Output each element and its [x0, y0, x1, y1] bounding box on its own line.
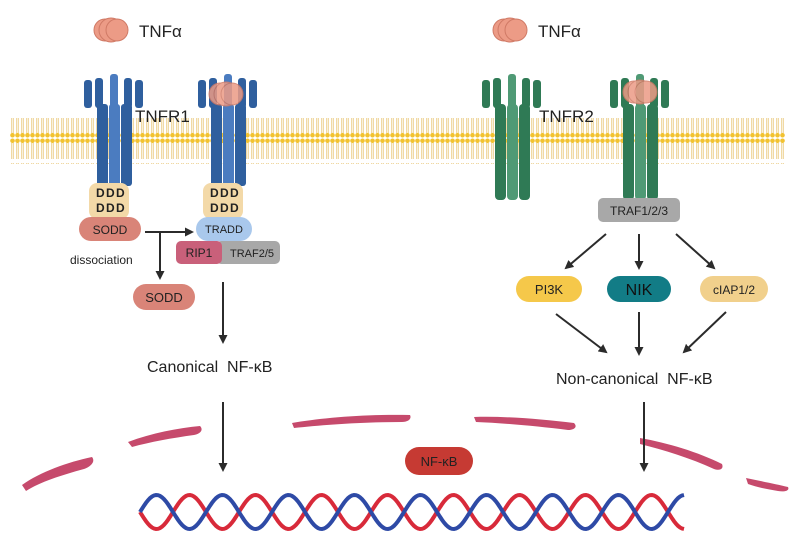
svg-text:D: D	[96, 186, 105, 200]
dna-double-helix	[138, 493, 685, 531]
traf25-protein: TRAF2/5	[216, 241, 280, 264]
canonical-nfkb-label: Canonical NF-κB	[147, 359, 272, 376]
dissociation-label: dissociation	[70, 253, 133, 267]
nik-protein: NIK	[607, 276, 671, 302]
sodd-free: SODD	[133, 284, 195, 310]
death-domains-left: D D D D D D	[89, 183, 129, 219]
sodd-bound: SODD	[79, 217, 141, 241]
svg-text:D: D	[210, 201, 219, 215]
tnfa-bound-to-tnfr2	[622, 79, 658, 105]
traf123-protein: TRAF1/2/3	[598, 198, 680, 222]
nfkb-protein: NF-κB	[405, 447, 473, 475]
svg-text:RIP1: RIP1	[186, 246, 213, 260]
tnfr1-receptor-unbound	[84, 74, 143, 186]
svg-text:PI3K: PI3K	[535, 282, 564, 297]
svg-text:D: D	[220, 201, 229, 215]
noncanonical-nfkb-label: Non-canonical NF-κB	[556, 371, 713, 388]
ciap-protein: cIAP1/2	[700, 276, 768, 302]
svg-text:D: D	[230, 186, 239, 200]
svg-text:SODD: SODD	[145, 290, 183, 305]
svg-text:TNFR1: TNFR1	[135, 107, 190, 126]
rip1-protein: RIP1	[176, 241, 222, 264]
svg-text:TRAF2/5: TRAF2/5	[230, 248, 274, 260]
svg-text:NIK: NIK	[626, 282, 653, 299]
tnfa-ligand-right: TNFα	[492, 17, 581, 43]
tradd-protein: TRADD	[196, 217, 252, 241]
svg-text:D: D	[116, 201, 125, 215]
tnfa-label-right: TNFα	[538, 22, 581, 41]
traf-branch-arrows	[564, 233, 716, 270]
tnfr2-label: TNFR2	[539, 107, 594, 126]
nuclear-envelope	[22, 414, 789, 492]
svg-text:NF-κB: NF-κB	[421, 454, 458, 469]
tnfa-bound-to-tnfr1	[208, 81, 244, 107]
death-domains-bound: D D D D D D	[203, 183, 243, 219]
svg-text:D: D	[230, 201, 239, 215]
tnfr1-label: TNFR1	[135, 107, 190, 126]
svg-text:D: D	[220, 186, 229, 200]
svg-text:D: D	[106, 201, 115, 215]
svg-text:D: D	[96, 201, 105, 215]
dissociation-arrow	[145, 227, 194, 280]
svg-text:TRADD: TRADD	[205, 224, 243, 236]
svg-text:TRAF1/2/3: TRAF1/2/3	[610, 204, 668, 218]
converging-arrows	[555, 311, 727, 356]
svg-text:cIAP1/2: cIAP1/2	[713, 283, 755, 297]
tnfa-label-left: TNFα	[139, 22, 182, 41]
pi3k-protein: PI3K	[516, 276, 582, 302]
svg-text:D: D	[106, 186, 115, 200]
tnfa-ligand-left: TNFα	[93, 17, 182, 43]
tnfr2-receptor-unbound	[482, 74, 541, 200]
svg-text:D: D	[116, 186, 125, 200]
svg-text:D: D	[210, 186, 219, 200]
svg-text:SODD: SODD	[93, 223, 128, 237]
